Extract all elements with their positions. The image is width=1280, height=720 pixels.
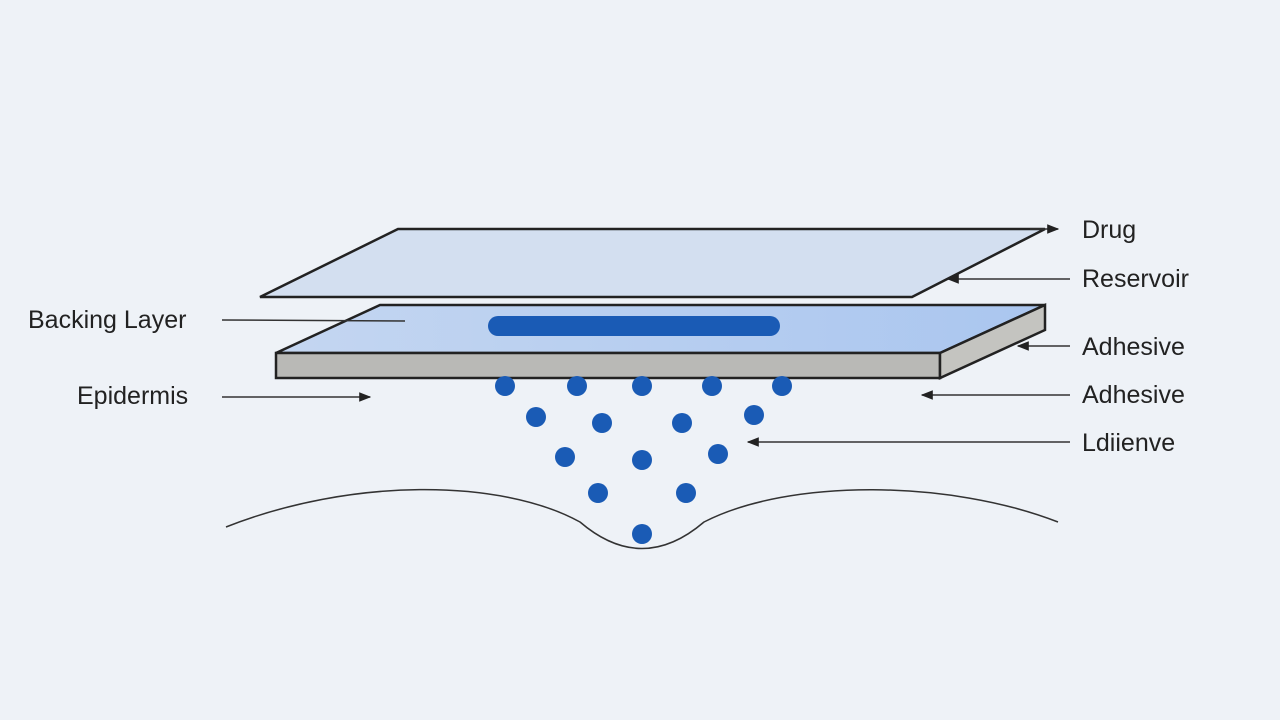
drug-particle	[632, 524, 652, 544]
skin-surface-curve	[225, 488, 1059, 550]
drug-particle	[708, 444, 728, 464]
drug-particle	[592, 413, 612, 433]
label-adhesive-1: Adhesive	[1082, 333, 1185, 361]
drug-reservoir-bar	[488, 316, 780, 336]
label-epidermis: Epidermis	[77, 382, 188, 410]
label-adhesive-2: Adhesive	[1082, 381, 1185, 409]
top-plate	[259, 227, 1046, 299]
label-drug: Drug	[1082, 216, 1136, 244]
drug-particle	[526, 407, 546, 427]
backing-layer-pointer	[221, 319, 406, 322]
drug-particles	[495, 376, 792, 544]
drug-particle	[702, 376, 722, 396]
drug-particle	[632, 376, 652, 396]
label-reservoir: Reservoir	[1082, 265, 1189, 293]
label-ldiienve: Ldiienve	[1082, 429, 1175, 457]
drug-particle	[632, 450, 652, 470]
label-backing-layer: Backing Layer	[28, 306, 186, 334]
drug-particle	[772, 376, 792, 396]
slab-front-face	[274, 351, 942, 380]
drug-particle	[672, 413, 692, 433]
drug-particle	[495, 376, 515, 396]
drug-particle	[588, 483, 608, 503]
drug-particle	[567, 376, 587, 396]
drug-particle	[744, 405, 764, 425]
drug-particle	[555, 447, 575, 467]
drug-particle	[676, 483, 696, 503]
slab-side-face	[938, 303, 1047, 380]
